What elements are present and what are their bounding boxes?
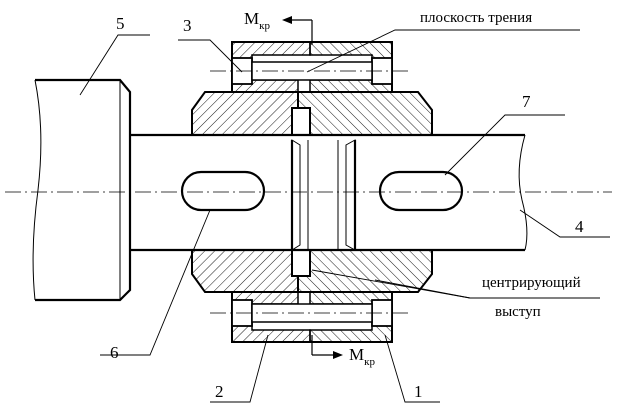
callout-centering-2: выступ: [495, 304, 541, 320]
torque-arrow-bottom: [311, 335, 343, 359]
label-2: 2: [215, 382, 224, 401]
callout-centering-1: центрирующий: [482, 275, 581, 291]
lower-half-coupling: [191, 249, 433, 343]
key-slot-7: [378, 170, 464, 212]
torque-arrow-top: [282, 16, 313, 45]
label-4: 4: [575, 217, 584, 236]
callout-friction-plane: плоскость трения: [420, 10, 532, 26]
shaft-5: [32, 78, 132, 302]
key-slot-6: [180, 170, 266, 212]
leader-lines: [79, 29, 610, 403]
label-1: 1: [414, 382, 423, 401]
label-5: 5: [116, 14, 125, 33]
label-3: 3: [183, 16, 192, 35]
label-7: 7: [522, 92, 531, 111]
torque-label-bottom: Mкр: [349, 345, 375, 368]
torque-label-top: Mкр: [244, 9, 270, 32]
label-6: 6: [110, 343, 119, 362]
upper-half-coupling: [191, 41, 433, 136]
